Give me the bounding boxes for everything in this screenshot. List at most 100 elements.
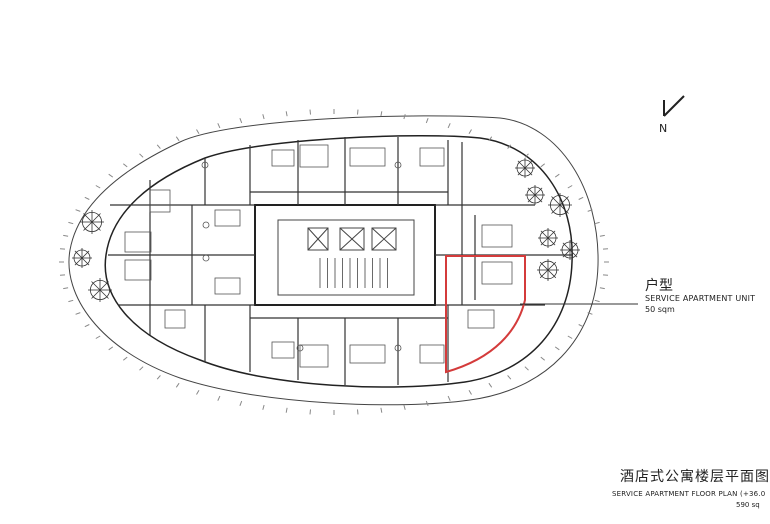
tree-branch <box>527 194 536 203</box>
tree-branch <box>551 196 561 206</box>
terrace-tick <box>63 287 69 290</box>
elevators <box>307 227 397 251</box>
terrace-tick <box>468 129 472 135</box>
tree-branch <box>81 257 90 266</box>
terrace-tick <box>196 129 200 135</box>
terrace-tick <box>122 163 128 168</box>
tree-branch <box>524 167 533 176</box>
tree-branch <box>91 221 101 231</box>
terrace-tick <box>175 136 180 142</box>
terrace-tick <box>554 173 560 178</box>
outer-terrace-outline <box>68 115 599 406</box>
terrace-tick <box>75 312 81 315</box>
drawing-title-zh: 酒店式公寓楼层平面图 <box>620 469 770 485</box>
terrace-tick <box>594 221 600 225</box>
tree-canopy <box>526 186 544 204</box>
terrace-tick <box>447 123 451 129</box>
tree-branch <box>99 289 109 299</box>
tree-canopy <box>538 260 558 280</box>
terrace-tick <box>403 114 406 120</box>
terrace-tick <box>599 287 605 290</box>
furniture <box>124 144 513 368</box>
tree-branch <box>534 194 543 203</box>
tree-branch <box>539 261 549 271</box>
tree-branch <box>91 213 101 223</box>
terrace-tick <box>285 111 288 117</box>
room-partitions <box>108 137 572 385</box>
terrace-tick <box>587 312 593 315</box>
terrace-tick <box>357 409 359 415</box>
terrace-tick <box>507 375 512 380</box>
building-outline <box>104 135 573 388</box>
tree-branch <box>547 261 557 271</box>
terrace-tick <box>554 346 560 351</box>
terrace-tick <box>507 144 512 149</box>
terrace-tick <box>108 346 114 351</box>
terrace-tick <box>380 407 383 413</box>
tree-branch <box>540 230 549 239</box>
tree-canopy <box>82 211 103 232</box>
terrace-tick <box>357 109 359 115</box>
highlighted-unit-outline <box>445 255 526 374</box>
terrace-tick <box>175 382 180 388</box>
tree-canopy <box>516 159 534 177</box>
tree-branch <box>524 160 533 169</box>
terrace-tick <box>239 118 243 124</box>
terrace-tick <box>196 389 200 395</box>
north-label: N <box>659 122 668 135</box>
tree-branch <box>559 204 569 214</box>
unit-title-zh: 户型 <box>645 278 673 294</box>
tree-branch <box>539 269 549 279</box>
tree-branch <box>547 230 556 239</box>
tree-branch <box>517 160 526 169</box>
terrace-tick <box>587 209 593 212</box>
terrace-tick <box>488 382 493 388</box>
terrace-ticks <box>59 109 609 415</box>
tree-branch <box>91 289 101 299</box>
tree-canopy <box>73 249 91 267</box>
north-arrow <box>663 95 685 117</box>
landscape-trees <box>72 158 580 302</box>
terrace-tick <box>488 136 493 142</box>
tree-canopy <box>550 194 571 215</box>
unit-title-en: SERVICE APARTMENT UNIT <box>645 294 756 303</box>
terrace-tick <box>578 324 584 328</box>
terrace-tick <box>63 234 69 237</box>
terrace-tick <box>425 400 429 406</box>
terrace-tick <box>68 221 74 225</box>
terrace-tick <box>578 196 584 200</box>
tree-canopy <box>90 279 111 300</box>
terrace-tick <box>156 375 161 380</box>
stair <box>319 258 388 288</box>
terrace-tick <box>217 395 221 401</box>
tree-branch <box>527 187 536 196</box>
terrace-tick <box>309 109 311 115</box>
terrace-tick <box>425 118 429 124</box>
terrace-tick <box>217 123 221 129</box>
terrace-tick <box>540 163 546 168</box>
terrace-tick <box>139 153 144 158</box>
drawing-area: 590 sq <box>736 501 760 509</box>
terrace-tick <box>108 173 114 178</box>
terrace-tick <box>285 407 288 413</box>
tree-branch <box>517 167 526 176</box>
tree-branch <box>551 204 561 214</box>
tree-branch <box>547 237 556 246</box>
terrace-tick <box>84 196 90 200</box>
tree-canopy <box>561 241 579 259</box>
core-inner <box>277 219 415 296</box>
tree-branch <box>540 237 549 246</box>
terrace-tick <box>262 404 265 410</box>
tree-branch <box>547 269 557 279</box>
terrace-tick <box>262 114 265 120</box>
terrace-tick <box>524 153 529 158</box>
unit-area: 50 sqm <box>645 305 675 314</box>
terrace-tick <box>594 299 600 303</box>
terrace-tick <box>156 144 161 149</box>
tree-branch <box>569 242 578 251</box>
tree-branch <box>91 281 101 291</box>
terrace-tick <box>567 335 573 339</box>
terrace-tick <box>403 404 406 410</box>
terrace-tick <box>95 335 101 339</box>
tree-branch <box>74 250 83 259</box>
